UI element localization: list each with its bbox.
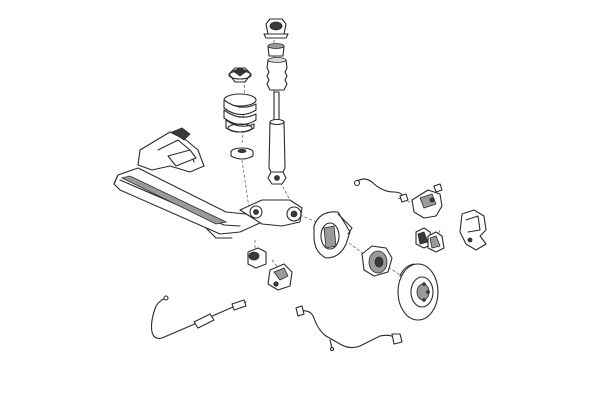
backing-plate-icon bbox=[313, 211, 353, 259]
caliper-icon bbox=[411, 183, 443, 219]
brake-hose-icon bbox=[353, 178, 409, 203]
coil-spring-icon bbox=[223, 93, 257, 133]
brake-pads-icon bbox=[415, 227, 445, 253]
dust-boot-icon bbox=[266, 57, 288, 91]
spring-seat-lower-icon bbox=[230, 147, 254, 160]
sensor-cable-icon bbox=[295, 305, 403, 352]
axle-beam-icon bbox=[113, 127, 303, 239]
brake-disc-icon bbox=[397, 263, 439, 321]
wheel-hub-icon bbox=[361, 245, 393, 277]
cable-icon bbox=[150, 295, 247, 339]
bushing-icon bbox=[247, 247, 267, 269]
shock-absorber-icon bbox=[267, 91, 287, 185]
top-mount-icon bbox=[263, 18, 289, 39]
bump-stop-icon bbox=[267, 43, 285, 57]
bracket-icon bbox=[267, 263, 293, 291]
caliper-carrier-icon bbox=[459, 209, 487, 251]
spring-seat-upper-icon bbox=[228, 67, 252, 83]
